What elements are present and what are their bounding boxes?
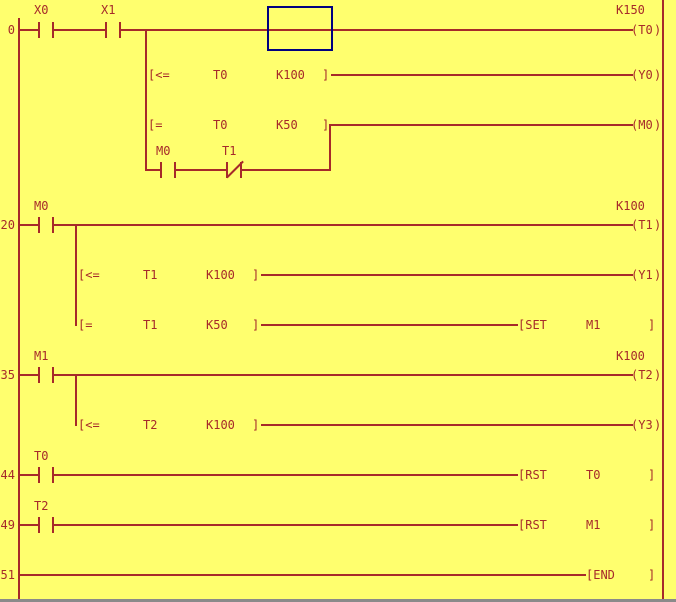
contact-x0-label: X0 [34,3,49,17]
rung-49-line [20,524,518,526]
end-instruction-close: ] [648,568,656,582]
step-number-20: 20 [0,218,15,232]
cmp-t1-eq-k50-out-line [261,324,518,326]
cmp-t0-eq-k50-rhs[interactable]: K50 [276,118,298,132]
cmp-t0-eq-k50-open[interactable]: [= [148,118,163,132]
contact-x0[interactable] [38,22,54,38]
contact-m1[interactable] [38,367,54,383]
contact-t0[interactable] [38,467,54,483]
set-m1-close: ] [648,318,656,332]
rung-35-line [20,374,633,376]
right-power-rail [662,0,664,602]
cmp-t1-le-k100-close: ] [252,268,260,282]
cmp-t1-eq-k50-open[interactable]: [= [78,318,93,332]
contact-m1-label: M1 [34,349,49,363]
set-m1-open[interactable]: [SET [518,318,547,332]
window-bottom-edge [0,599,676,602]
cmp-t1-eq-k50-rhs[interactable]: K50 [206,318,228,332]
cmp-t2-le-k100-open[interactable]: [<= [78,418,100,432]
coil-y0[interactable]: (Y0 [631,68,653,82]
rung-0-branch-line [145,29,147,171]
cmp-t1-eq-k50-lhs[interactable]: T1 [143,318,158,332]
coil-y3[interactable]: (Y3 [631,418,653,432]
rung-44-line [20,474,518,476]
cmp-t0-le-k100-out-line [331,74,633,76]
rst-t0-open[interactable]: [RST [518,468,547,482]
rst-t0-close: ] [648,468,656,482]
contact-t2[interactable] [38,517,54,533]
contact-t0-label: T0 [34,449,49,463]
cmp-t1-le-k100-rhs[interactable]: K100 [206,268,235,282]
coil-m0-close: ) [654,118,662,132]
rst-m1-close: ] [648,518,656,532]
cmp-t0-le-k100-rhs[interactable]: K100 [276,68,305,82]
latch-branch-join-line [329,124,331,171]
cmp-t0-eq-k50-out-line [331,124,633,126]
cmp-t1-le-k100-open[interactable]: [<= [78,268,100,282]
contact-t2-label: T2 [34,499,49,513]
contact-m0-latch[interactable] [160,162,176,178]
rst-t0-operand[interactable]: T0 [586,468,601,482]
coil-t0-close: ) [654,23,662,37]
cmp-t2-le-k100-out-line [261,424,633,426]
nc-contact-t1[interactable] [226,160,244,179]
timer-t2-preset-label: K100 [616,349,645,363]
coil-t2[interactable]: (T2 [631,368,653,382]
cmp-t0-eq-k50-close: ] [322,118,330,132]
step-number-49: 49 [0,518,15,532]
timer-t0-preset-label: K150 [616,3,645,17]
coil-y1-close: ) [654,268,662,282]
contact-x1[interactable] [105,22,121,38]
cmp-t1-le-k100-out-line [261,274,633,276]
cell-cursor[interactable] [267,6,333,51]
nc-slash-icon [226,160,244,179]
cmp-t2-le-k100-close: ] [252,418,260,432]
cmp-t1-le-k100-lhs[interactable]: T1 [143,268,158,282]
step-number-35: 35 [0,368,15,382]
coil-m0[interactable]: (M0 [631,118,653,132]
step-number-44: 44 [0,468,15,482]
contact-x1-label: X1 [101,3,116,17]
rst-m1-open[interactable]: [RST [518,518,547,532]
left-power-rail [18,18,20,602]
set-m1-operand[interactable]: M1 [586,318,601,332]
contact-m0[interactable] [38,217,54,233]
end-instruction-open[interactable]: [END [586,568,615,582]
rung-0-line [20,29,633,31]
coil-y1[interactable]: (Y1 [631,268,653,282]
cmp-t0-le-k100-close: ] [322,68,330,82]
rst-m1-operand[interactable]: M1 [586,518,601,532]
coil-t0[interactable]: (T0 [631,23,653,37]
cmp-t1-eq-k50-close: ] [252,318,260,332]
rung-35-branch-line [75,374,77,426]
rung-51-line [20,574,586,576]
cmp-t2-le-k100-lhs[interactable]: T2 [143,418,158,432]
coil-t1-close: ) [654,218,662,232]
step-number-0: 0 [7,23,15,37]
coil-y3-close: ) [654,418,662,432]
cmp-t0-eq-k50-lhs[interactable]: T0 [213,118,228,132]
rung-20-branch-line [75,224,77,326]
coil-t1[interactable]: (T1 [631,218,653,232]
nc-contact-t1-label: T1 [222,144,237,158]
step-number-51: 51 [0,568,15,582]
contact-m0-latch-label: M0 [156,144,171,158]
coil-t2-close: ) [654,368,662,382]
rung-20-line [20,224,633,226]
coil-y0-close: ) [654,68,662,82]
timer-t1-preset-label: K100 [616,199,645,213]
cmp-t0-le-k100-open[interactable]: [<= [148,68,170,82]
contact-m0-label: M0 [34,199,49,213]
cmp-t2-le-k100-rhs[interactable]: K100 [206,418,235,432]
cmp-t0-le-k100-lhs[interactable]: T0 [213,68,228,82]
